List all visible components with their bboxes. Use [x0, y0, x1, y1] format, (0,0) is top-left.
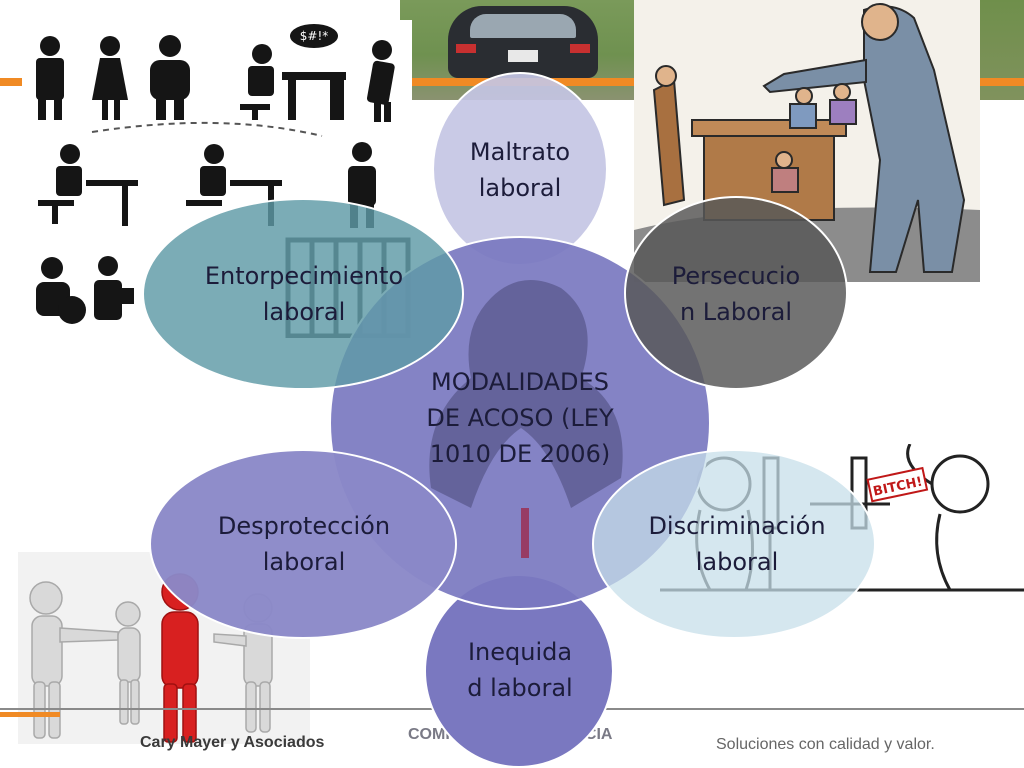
node-inequidad-line-1: Inequida — [467, 638, 573, 666]
footer-orange-accent — [0, 712, 60, 717]
car-plate — [508, 50, 538, 62]
bitch-sign: BITCH! — [866, 466, 929, 503]
center-line-3: 1010 DE 2006) — [429, 440, 611, 468]
node-desproteccion-label: Desprotección laboral — [184, 506, 424, 582]
center-line-2: DE ACOSO (LEY — [426, 404, 614, 432]
node-discriminacion-label: Discriminación laboral — [622, 506, 852, 582]
center-figure-svg — [429, 280, 623, 558]
node-inequidad-label: Inequida d laboral — [432, 632, 608, 708]
node-maltrato-line-2: laboral — [478, 174, 562, 202]
node-entorpecimiento-line-1: Entorpecimiento — [204, 262, 404, 290]
figures-svg — [29, 573, 273, 743]
node-desproteccion-circle — [149, 449, 457, 639]
center-line-1: MODALIDADES — [431, 368, 609, 396]
node-entorpecimiento-line-2: laboral — [262, 298, 346, 326]
footer-company: Cary Mayer y Asociados — [140, 734, 325, 751]
center-label: MODALIDADES DE ACOSO (LEY 1010 DE 2006) — [390, 362, 650, 474]
node-desproteccion-line-1: Desprotección — [217, 512, 391, 540]
node-persecucion-circle — [624, 196, 848, 390]
speech-bubble-text: $#!* — [300, 29, 329, 43]
node-discriminacion-line-1: Discriminación — [648, 512, 826, 540]
node-persecucion-line-2: n Laboral — [679, 298, 793, 326]
node-entorpecimiento-label: Entorpecimiento laboral — [184, 256, 424, 332]
node-desproteccion-line-2: laboral — [262, 548, 346, 576]
footer-slogan: Soluciones con calidad y valor. — [716, 736, 935, 753]
car-window — [470, 14, 576, 38]
node-maltrato-label: Maltrato laboral — [432, 132, 608, 208]
node-persecucion-line-1: Persecucio — [671, 262, 801, 290]
node-maltrato-line-1: Maltrato — [469, 138, 571, 166]
node-discriminacion-circle — [592, 449, 876, 639]
node-inequidad-line-2: d laboral — [467, 674, 573, 702]
node-entorpecimiento-circle — [142, 198, 464, 390]
car-taillight-left — [456, 44, 476, 53]
node-persecucion-label: Persecucio n Laboral — [636, 256, 836, 332]
node-discriminacion-line-2: laboral — [695, 548, 779, 576]
car-taillight-right — [570, 44, 590, 53]
node-maltrato-circle — [432, 72, 608, 266]
